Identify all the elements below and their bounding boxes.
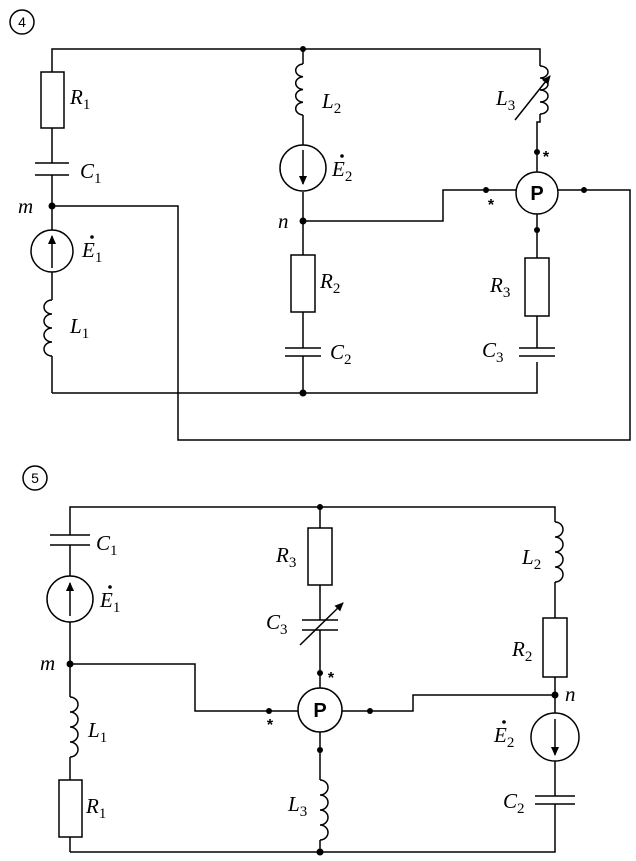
- d4-label-r2: R2: [319, 269, 340, 297]
- d5-label-e1: E1: [99, 588, 120, 616]
- d5-label-c3: C3: [266, 610, 288, 638]
- d4-label-e2: E2: [331, 157, 352, 185]
- d5-star-top: *: [328, 670, 335, 687]
- d5-source-e2: [530, 712, 580, 762]
- d5-node-m: m: [40, 651, 55, 675]
- svg-text:P: P: [530, 183, 543, 205]
- diagram-4: 4: [9, 9, 631, 441]
- d4-label-e2-dot: [340, 154, 344, 158]
- d4-inductor-l1: [43, 299, 53, 357]
- d4-label-l1: L1: [69, 314, 89, 342]
- d4-label-l2: L2: [321, 89, 341, 117]
- diagram-5-number-circle: [22, 465, 48, 491]
- d5-capacitor-c1: [50, 534, 90, 546]
- d5-star-left: *: [267, 717, 274, 734]
- d4-label-c1: C1: [80, 159, 102, 187]
- d5-source-e1: [46, 575, 94, 623]
- d5-capacitor-c2: [535, 795, 575, 805]
- d4-wattmeter: P: [515, 171, 559, 215]
- d5-wattmeter: P: [297, 687, 343, 733]
- d4-capacitor-c1: [35, 162, 69, 176]
- d4-capacitor-c2: [285, 347, 321, 357]
- diagram-4-number-circle: [9, 9, 35, 35]
- d4-label-e1-dot: [90, 235, 94, 239]
- d4-star-top: *: [543, 149, 550, 166]
- d4-star-left: *: [488, 197, 495, 214]
- d5-variable-arrow: [299, 602, 344, 646]
- d5-inductor-l1: [69, 696, 79, 758]
- d4-capacitor-c3: [519, 347, 555, 357]
- diagram-5: 5: [22, 465, 580, 856]
- d4-resistor-r3: [524, 257, 550, 317]
- diagram-5-number: 5: [31, 470, 39, 486]
- d4-source-e2: [279, 144, 327, 192]
- d5-inductor-l3: [319, 779, 329, 841]
- d5-label-c2: C2: [503, 789, 525, 817]
- d4-inductor-l2: [295, 63, 304, 116]
- d4-label-c3: C3: [482, 338, 504, 366]
- d4-label-l3: L3: [495, 86, 515, 114]
- d5-label-e1-dot: [108, 585, 112, 589]
- d5-node-n: n: [565, 682, 576, 706]
- d5-resistor-r2: [542, 617, 568, 678]
- d4-node-n: n: [278, 209, 289, 233]
- d5-label-l2: L2: [521, 545, 541, 573]
- d5-resistor-r3: [307, 527, 333, 586]
- d5-wires: [69, 506, 556, 853]
- d4-label-r3: R3: [489, 273, 510, 301]
- d4-inductor-l3: [539, 65, 549, 115]
- d5-label-l1: L1: [87, 718, 107, 746]
- d5-label-c1: C1: [96, 531, 118, 559]
- d4-wires: [51, 48, 631, 441]
- d5-label-l3: L3: [287, 792, 307, 820]
- d5-resistor-r1: [58, 779, 83, 838]
- d4-resistor-r1: [40, 71, 65, 129]
- d5-label-r2: R2: [511, 637, 532, 665]
- d5-label-e2-dot: [502, 720, 506, 724]
- d4-variable-arrow: [514, 75, 551, 121]
- svg-text:P: P: [313, 700, 326, 722]
- d4-label-c2: C2: [330, 340, 352, 368]
- d4-resistor-r2: [290, 254, 316, 313]
- d5-label-r3: R3: [275, 543, 296, 571]
- diagram-4-number: 4: [18, 14, 26, 30]
- d4-label-e1: E1: [81, 238, 102, 266]
- d5-capacitor-c3: [302, 619, 338, 631]
- d4-label-r1: R1: [69, 85, 90, 113]
- d5-inductor-l2: [554, 521, 564, 583]
- d4-node-m: m: [18, 194, 33, 218]
- d5-label-r1: R1: [85, 794, 106, 822]
- d5-label-e2: E2: [493, 723, 514, 751]
- d4-junctions: [48, 46, 587, 397]
- d5-junctions: [66, 504, 559, 856]
- d4-source-e1: [30, 229, 74, 273]
